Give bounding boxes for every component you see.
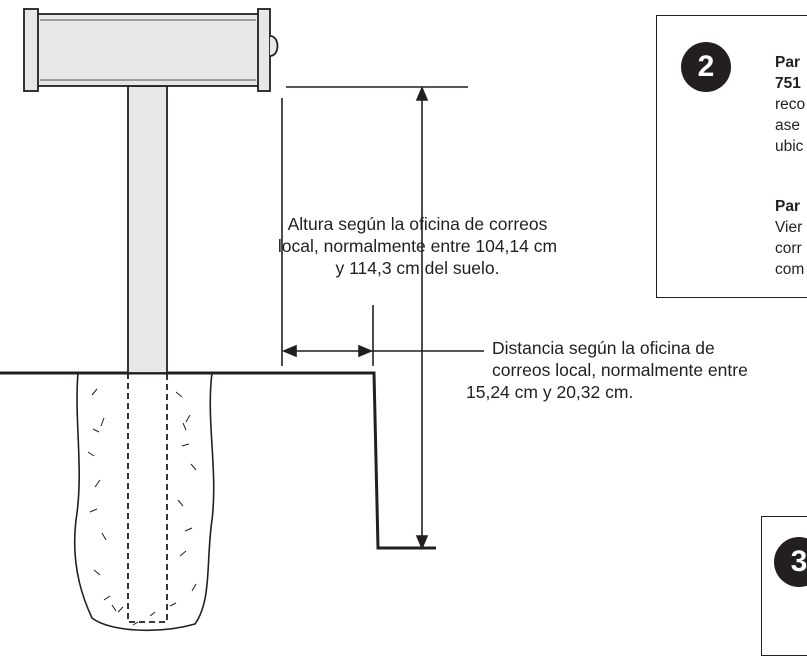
buried-post [127, 373, 168, 623]
step-2-text-line: ubic [775, 138, 804, 155]
step-2-text-line: Par [775, 54, 800, 71]
distance-annotation: Distancia según la oficina de correos lo… [466, 337, 807, 403]
step-2-text-line: Vier [775, 219, 803, 236]
mailbox-installation-diagram [0, 8, 484, 631]
step-number-badge: 3 [774, 537, 807, 587]
distance-annotation-line: Distancia según la oficina de [492, 338, 715, 358]
step-number-badge: 2 [681, 42, 731, 92]
height-annotation-line: local, normalmente entre 104,14 cm [277, 236, 558, 256]
distance-annotation-line: correos local, normalmente entre [492, 360, 748, 380]
mailbox-post [127, 85, 168, 374]
mailbox-latch [269, 35, 279, 57]
gravel-texture [87, 388, 197, 626]
ground-line [0, 371, 436, 550]
mailbox-body [29, 13, 265, 87]
concrete-footing [73, 372, 215, 631]
height-arrow-bottom [415, 535, 429, 551]
step-2-text-block-b: Par Vier corr com [775, 196, 804, 280]
mailbox-front-rim [23, 8, 39, 92]
step-2-text-line: 751 [775, 75, 801, 92]
step-2-text-line: com [775, 261, 805, 278]
mailbox-rear-rim [257, 8, 271, 92]
height-annotation-line: Altura según la oficina de correos [287, 214, 548, 234]
step-2-text-line: ase [775, 117, 800, 134]
distance-arrow-right [358, 344, 374, 358]
step-2-box: 2 Par 751 reco ase ubic Par Vier corr co… [656, 15, 807, 298]
distance-arrow-left [281, 344, 297, 358]
step-3-box: 3 [761, 516, 807, 656]
step-2-text-line: Par [775, 198, 800, 215]
step-2-text-block-a: Par 751 reco ase ubic [775, 52, 805, 157]
height-arrow-top [415, 85, 429, 101]
height-annotation-line: y 114,3 cm del suelo. [335, 258, 500, 278]
height-annotation: Altura según la oficina de correos local… [270, 213, 565, 279]
distance-annotation-line: 15,24 cm y 20,32 cm. [466, 382, 634, 402]
step-2-text-line: corr [775, 240, 802, 257]
step-2-text-line: reco [775, 96, 806, 113]
